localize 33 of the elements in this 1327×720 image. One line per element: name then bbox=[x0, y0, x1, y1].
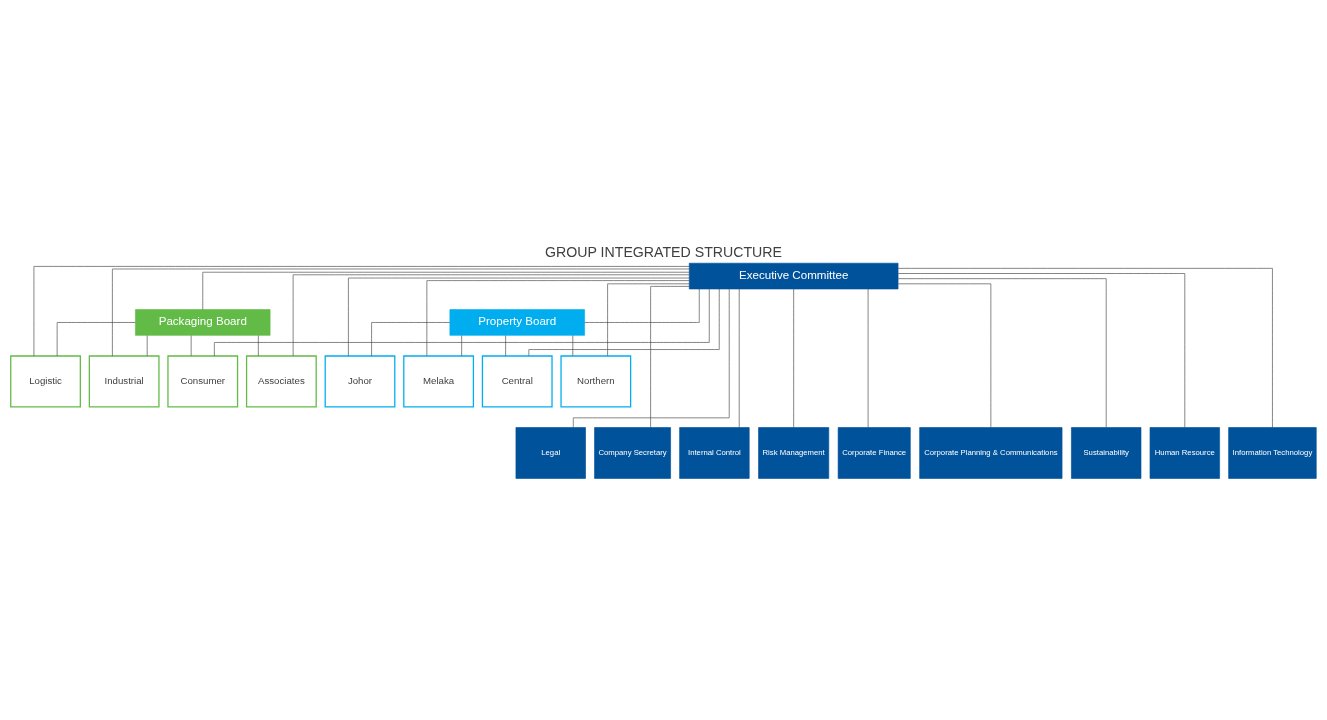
node-box: Melaka bbox=[403, 354, 475, 408]
connector bbox=[572, 334, 574, 356]
connector bbox=[348, 277, 690, 356]
connector bbox=[897, 267, 1273, 428]
connector bbox=[572, 288, 730, 428]
diagram-title: GROUP INTEGRATED STRUCTURE bbox=[545, 243, 782, 259]
connector bbox=[607, 283, 690, 356]
connector bbox=[738, 288, 740, 428]
connector bbox=[897, 272, 1186, 428]
node-box: Packaging Board bbox=[135, 308, 271, 336]
node-box: Northern bbox=[560, 354, 632, 408]
connector bbox=[461, 334, 462, 356]
node-box: Industrial bbox=[88, 354, 160, 408]
node-box: Johor bbox=[324, 354, 396, 408]
node-box: Central bbox=[481, 354, 553, 408]
node-box: Executive Committee bbox=[688, 262, 899, 289]
connector bbox=[897, 277, 1107, 428]
connector bbox=[793, 288, 794, 428]
connector bbox=[258, 334, 259, 356]
node-box: Property Board bbox=[449, 308, 585, 336]
connector bbox=[584, 288, 700, 323]
connector bbox=[528, 288, 720, 356]
connector bbox=[56, 321, 136, 356]
node-box: Logistic bbox=[10, 354, 81, 408]
node-box: Associates bbox=[245, 354, 317, 408]
connector bbox=[371, 321, 451, 356]
node-box: Consumer bbox=[167, 354, 239, 408]
connector bbox=[426, 279, 690, 356]
connector bbox=[898, 283, 992, 428]
connector bbox=[214, 288, 710, 356]
connector bbox=[505, 334, 506, 356]
connector bbox=[292, 274, 690, 356]
connector bbox=[650, 285, 690, 428]
